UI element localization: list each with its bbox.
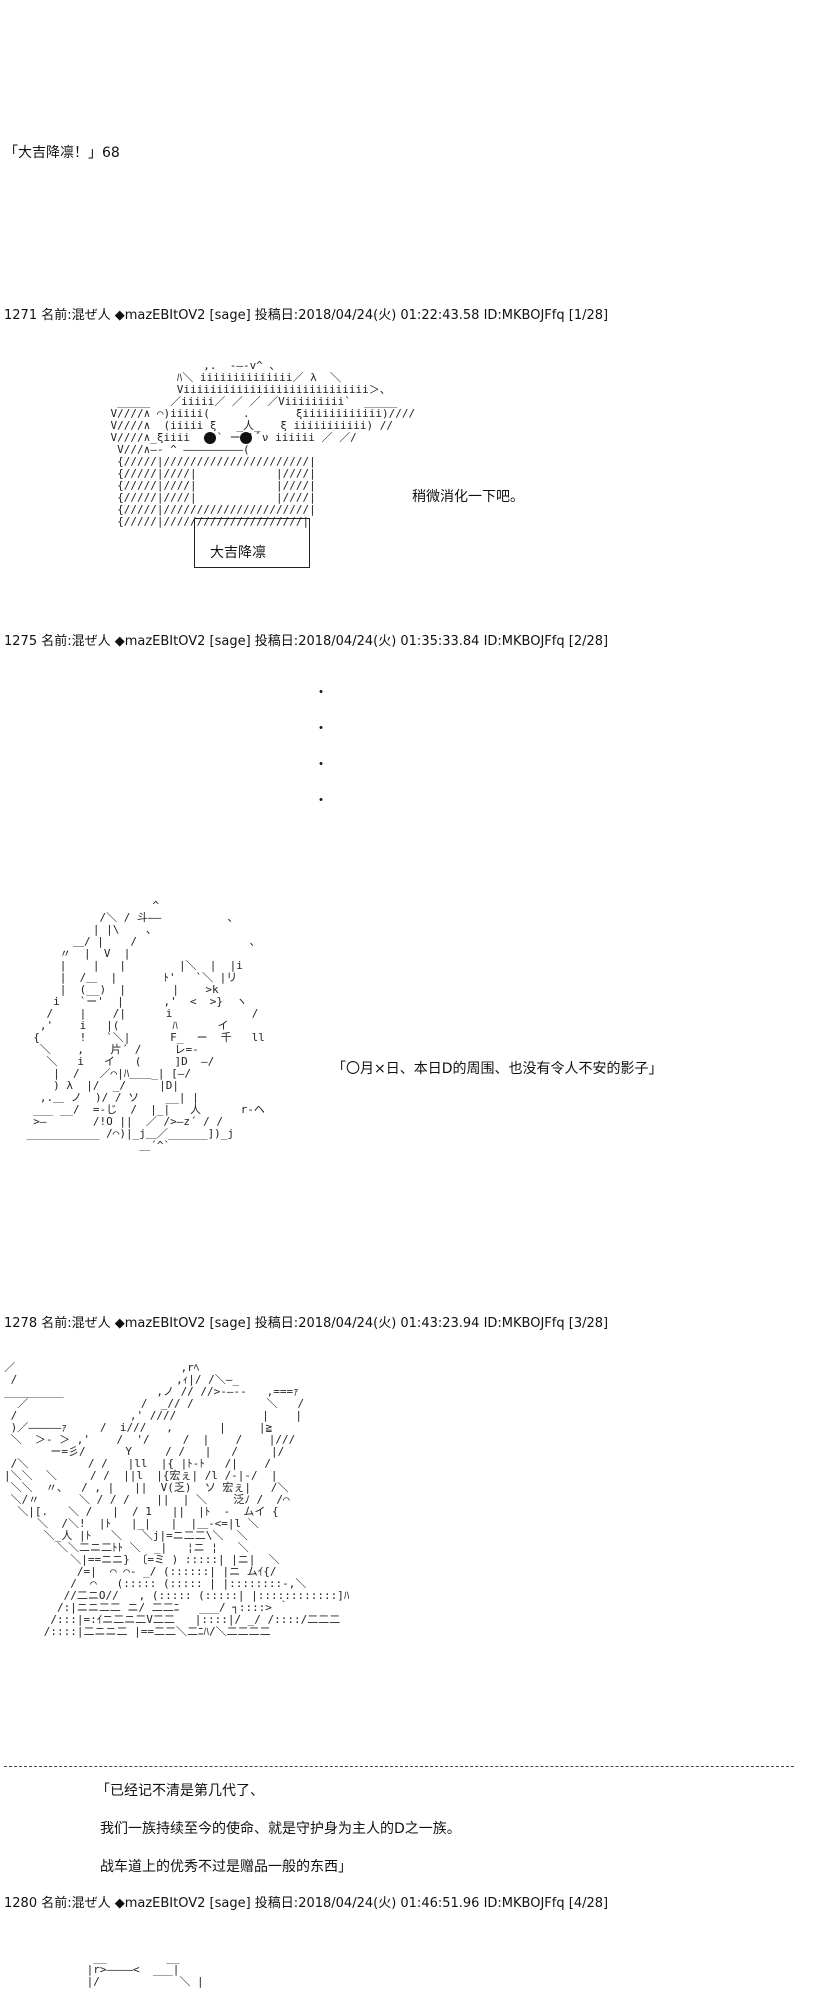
post3-line: 战车道上的优秀不过是赠品一般的东西」 bbox=[100, 1859, 352, 1875]
eye-left bbox=[204, 432, 216, 444]
post1-side-text: 稍微消化一下吧。 bbox=[412, 489, 524, 505]
post-header: 1271 名前:混ぜ人 ◆mazEBItOV2 [sage] 投稿日:2018/… bbox=[4, 308, 609, 323]
post3-line: 我们一族持续至今的使命、就是守护身为主人的D之一族。 bbox=[100, 1821, 461, 1837]
ascii-art-box: ,. -―‐v^ 、 ﾊ＼ iiiiiiiiiiiiii／ λ ＼ Viiiii… bbox=[110, 359, 416, 528]
post-header: 1275 名前:混ぜ人 ◆mazEBItOV2 [sage] 投稿日:2018/… bbox=[4, 634, 609, 649]
ascii-art-character-2: ／ ,rﾍ / ,ｨ|/ /＼―_ _________ ,ノ // //>-―‐… bbox=[4, 1361, 350, 1638]
ellipsis-dot: ・ bbox=[314, 757, 328, 773]
intro-quote: 「大吉降凛！」68 bbox=[4, 145, 120, 161]
ascii-art-fragment: __ __ |r>――――< ___| |/ ＼ | bbox=[86, 1951, 204, 1988]
label-box bbox=[194, 518, 310, 568]
post3-line: 「已经记不清是第几代了、 bbox=[96, 1783, 264, 1799]
eye-right bbox=[240, 432, 252, 444]
ellipsis-dot: ・ bbox=[314, 685, 328, 701]
post-header: 1280 名前:混ぜ人 ◆mazEBItOV2 [sage] 投稿日:2018/… bbox=[4, 1896, 609, 1911]
ellipsis-dot: ・ bbox=[314, 793, 328, 809]
label-box-text: 大吉降凛 bbox=[210, 545, 266, 561]
post2-side-text: 「〇月×日、本日D的周围、也没有令人不安的影子」 bbox=[332, 1061, 663, 1077]
separator-line bbox=[4, 1766, 794, 1767]
ascii-art-character: ^ /＼ / 斗―― 、 | |\ 、 ＿/ | / 、 〃 | V | | |… bbox=[26, 899, 265, 1152]
ellipsis-dot: ・ bbox=[314, 721, 328, 737]
post-header: 1278 名前:混ぜ人 ◆mazEBItOV2 [sage] 投稿日:2018/… bbox=[4, 1316, 609, 1331]
